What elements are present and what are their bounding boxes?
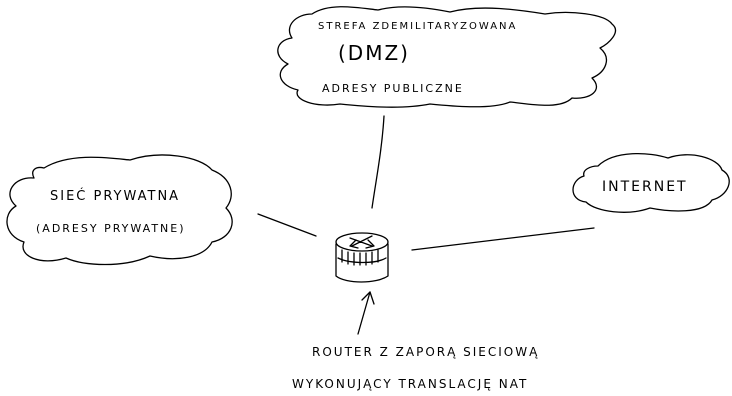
router-top — [335, 232, 389, 252]
router-icon — [335, 232, 389, 283]
caption-arrow-shaft — [357, 291, 371, 335]
dmz-title: STREFA ZDEMILITARYZOWANA — [318, 21, 517, 32]
router-body — [335, 243, 389, 283]
dmz-cloud: STREFA ZDEMILITARYZOWANA (DMZ) ADRESY PU… — [277, 6, 617, 108]
dmz-cloud-outline — [277, 6, 617, 108]
dmz-abbreviation: (DMZ) — [338, 41, 410, 65]
router-band — [337, 257, 387, 264]
private-network-cloud-outline — [6, 154, 233, 266]
router-caption-line2: WYKONUJĄCY TRANSLACJĘ NAT — [292, 377, 528, 391]
caption-arrow-head — [361, 291, 375, 305]
private-network-addresses: (ADRESY PRYWATNE) — [36, 222, 186, 235]
router-hatching — [341, 249, 379, 266]
link-private-router — [257, 213, 317, 237]
dmz-public-addresses: ADRESY PUBLICZNE — [322, 82, 464, 95]
private-network-title: SIEĆ PRYWATNA — [50, 188, 180, 204]
internet-cloud-outline — [572, 152, 730, 213]
link-router-internet — [411, 227, 595, 251]
caption-arrow — [357, 291, 375, 335]
link-dmz-router — [371, 115, 385, 209]
internet-cloud: INTERNET — [572, 152, 730, 213]
internet-label: INTERNET — [602, 179, 688, 195]
connections — [257, 115, 595, 251]
private-network-cloud: SIEĆ PRYWATNA (ADRESY PRYWATNE) — [6, 154, 233, 266]
router-caption: ROUTER Z ZAPORĄ SIECIOWĄ WYKONUJĄCY TRAN… — [292, 345, 539, 391]
router-arrows — [349, 235, 375, 249]
router-caption-line1: ROUTER Z ZAPORĄ SIECIOWĄ — [312, 345, 539, 359]
